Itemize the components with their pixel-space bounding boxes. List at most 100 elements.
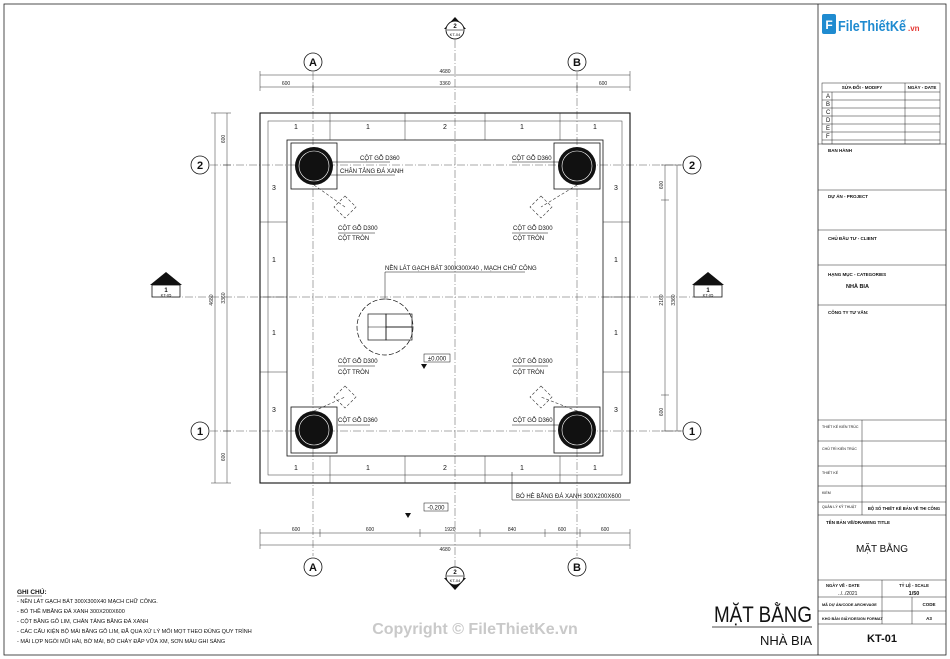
callout-col-br: CỘT GỖ D360 <box>513 417 553 424</box>
rev-row: C <box>826 110 831 116</box>
revision-table <box>821 82 941 145</box>
svg-text:2: 2 <box>453 570 457 576</box>
grid-bubble-2-left: 2 <box>190 155 210 175</box>
curb-outer-edge <box>259 112 631 484</box>
curb-joints <box>260 113 630 483</box>
dims-bottom <box>259 529 631 549</box>
svg-text:KT-04: KT-04 <box>450 578 461 583</box>
tb-owner: BAN HÀNH <box>828 147 852 153</box>
svg-text:3: 3 <box>614 407 618 414</box>
rev-row: B <box>826 102 830 108</box>
note-line: - CỘT BẰNG GỖ LIM, CHÂN TẢNG BẰNG ĐÁ XAN… <box>17 617 148 625</box>
svg-text:1: 1 <box>614 257 618 264</box>
rev-row: E <box>826 126 830 132</box>
svg-text:1: 1 <box>272 330 276 337</box>
svg-text:2: 2 <box>443 465 447 472</box>
floor-edge <box>286 139 604 457</box>
svg-text:1: 1 <box>520 465 524 472</box>
grid-bubble-a-bottom: A <box>303 557 323 577</box>
general-notes: GHI CHÚ: - NỀN LÁT GẠCH BÁT 300X300X40 M… <box>17 587 252 645</box>
svg-text:.vn: .vn <box>908 24 920 33</box>
callout-post-tl: CỘT GỖ D300 <box>338 225 378 232</box>
svg-text:1: 1 <box>294 465 298 472</box>
tb-sheet-name: MẶT BẰNG <box>856 542 908 555</box>
rev-row: F <box>826 134 830 140</box>
dim-top-left: 600 <box>282 81 291 87</box>
callout-col-bl: CỘT GỖ D360 <box>338 417 378 424</box>
column-bottom-right <box>553 406 601 454</box>
tb-date-value: ../../2021 <box>838 591 858 597</box>
logo: F FileThiếtKế .vn <box>822 14 920 35</box>
section-marker-top: 2 KT-04 <box>444 17 466 40</box>
svg-text:1: 1 <box>294 124 298 131</box>
grid-label: B <box>573 57 581 69</box>
rev-date-header: NGÀY - DATE <box>908 84 937 90</box>
callout-post-tl-sub: CỘT TRÒN <box>338 235 369 242</box>
dim-top-overall: 4680 <box>439 69 450 75</box>
dim-bot-m1: 600 <box>366 527 375 533</box>
rev-row: D <box>826 118 831 124</box>
svg-text:1: 1 <box>520 124 524 131</box>
grid-bubble-1-right: 1 <box>682 421 702 441</box>
section-marker-bottom: 2 KT-04 <box>444 566 466 590</box>
svg-text:1: 1 <box>593 465 597 472</box>
svg-text:±0.000: ±0.000 <box>428 357 447 363</box>
tb-code-value: CODE <box>922 602 935 607</box>
grid-bubble-b-top: B <box>567 52 587 72</box>
grid-label: B <box>573 562 581 574</box>
tb-scale-value: 1/50 <box>909 591 920 597</box>
grid-bubble-2-right: 2 <box>682 155 702 175</box>
note-line: - NỀN LÁT GẠCH BÁT 300X300X40 MẠCH CHỮ C… <box>17 598 158 605</box>
tb-signer: THIẾT KẾ <box>822 470 839 475</box>
svg-text:3: 3 <box>272 185 276 192</box>
callout-post-br-sub: CỘT TRÒN <box>513 369 544 376</box>
grid-bubble-a-top: A <box>303 52 323 72</box>
grid-label: 2 <box>197 160 203 172</box>
tb-code-label: MÃ DỰ ÁN/CODE ARCHIVAGE <box>822 602 877 607</box>
svg-text:1: 1 <box>272 257 276 264</box>
note-line: - CÁC CẤU KIỆN BỘ MÁI BẰNG GỖ LIM, ĐÃ QU… <box>17 627 252 635</box>
floor-detail <box>356 271 525 356</box>
grid-bubble-b-bottom: B <box>567 557 587 577</box>
dim-left-overall: 4680 <box>209 294 215 305</box>
dim-right-c: 600 <box>659 408 665 417</box>
grid-label: 2 <box>689 160 695 172</box>
dim-bot-right: 600 <box>601 527 610 533</box>
svg-text:1: 1 <box>593 124 597 131</box>
callout-post-bl-sub: CỘT TRÒN <box>338 369 369 376</box>
svg-text:3: 3 <box>272 407 276 414</box>
callout-post-bl: CỘT GỖ D300 <box>338 358 378 365</box>
tb-scale-label: TỶ LỆ - SCALE <box>899 583 929 588</box>
tb-size-label: KHỔ BẢN GIẤY/DESIGN FORMAT <box>822 616 883 621</box>
dim-right-overall: 3360 <box>671 294 677 305</box>
dims-right <box>661 164 681 432</box>
level-mark-top: ±0.000 <box>421 353 451 369</box>
callout-base-tl: CHÂN TẢNG ĐÁ XANH <box>340 168 404 175</box>
tb-sheet-no: KT-01 <box>867 633 897 645</box>
dim-left-mid: 3360 <box>221 292 227 303</box>
inner-posts <box>313 184 578 412</box>
svg-text:1: 1 <box>614 330 618 337</box>
dim-right-a: 600 <box>659 181 665 190</box>
notes-heading: GHI CHÚ: <box>17 587 47 596</box>
drawing-title: MẶT BẰNG <box>714 602 812 627</box>
tb-category-value: NHÀ BIA <box>846 283 869 290</box>
rev-row: A <box>826 94 830 100</box>
callout-post-br: CỘT GỖ D300 <box>513 358 553 365</box>
callout-col-tl: CỘT GỖ D360 <box>360 155 400 162</box>
dim-bot-overall: 4680 <box>439 547 450 553</box>
note-line: - BÓ THỀ MBẰNG ĐÁ XANH 300X200X600 <box>17 607 125 615</box>
dim-bot-m2: 840 <box>508 527 517 533</box>
level-mark-bottom: -0.200 <box>405 502 449 518</box>
svg-text:F: F <box>825 18 832 32</box>
curb-inner-edge <box>267 120 623 476</box>
dim-top-right: 600 <box>599 81 608 87</box>
svg-text:KT-04: KT-04 <box>450 32 461 37</box>
drawing-subtitle: NHÀ BIA <box>760 633 812 648</box>
grid-label: 1 <box>689 426 695 438</box>
tb-contractor: CÔNG TY TƯ VẤN: <box>828 308 869 315</box>
svg-text:2: 2 <box>453 24 457 30</box>
tb-design-stage: BỘ SỐ THIẾT KẾ BẢN VẼ THI CÔNG <box>868 506 940 511</box>
svg-text:2: 2 <box>443 124 447 131</box>
dims-top <box>259 71 631 91</box>
